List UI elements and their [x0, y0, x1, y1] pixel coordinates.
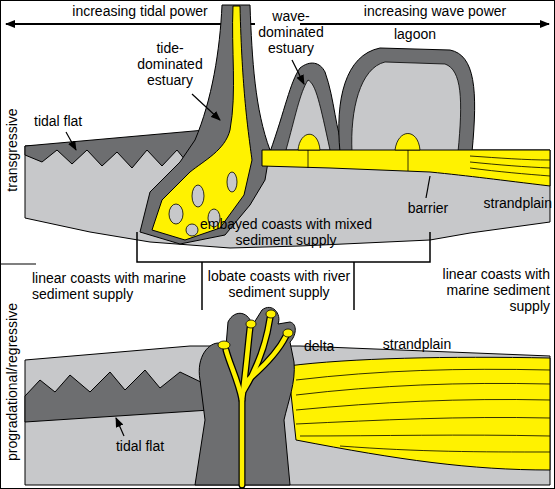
axis-label: increasing wave power [350, 3, 520, 19]
feature-label: wave-dominated estuary [248, 8, 334, 56]
feature-label: tidal flat [100, 438, 180, 454]
class-label: embayed coasts with mixed sediment suppl… [192, 216, 380, 248]
class-label: lobate coasts with river sediment supply [206, 268, 352, 300]
feature-label: delta [304, 338, 348, 354]
class-label: linear coasts with marine sediment suppl… [32, 270, 192, 302]
axis-label: increasing tidal power [55, 3, 225, 19]
feature-label: strandplain [372, 336, 462, 352]
class-label: linear coasts with marine sediment suppl… [416, 266, 550, 314]
feature-label: tide-dominated estuary [128, 40, 212, 88]
feature-label: lagoon [380, 26, 450, 42]
feature-label: tidal flat [34, 113, 114, 129]
feature-label: strandplain [466, 195, 552, 211]
axis-label: transgressive [4, 90, 20, 210]
feature-label: barrier [396, 200, 460, 216]
axis-label: progradational/regressive [4, 282, 20, 482]
